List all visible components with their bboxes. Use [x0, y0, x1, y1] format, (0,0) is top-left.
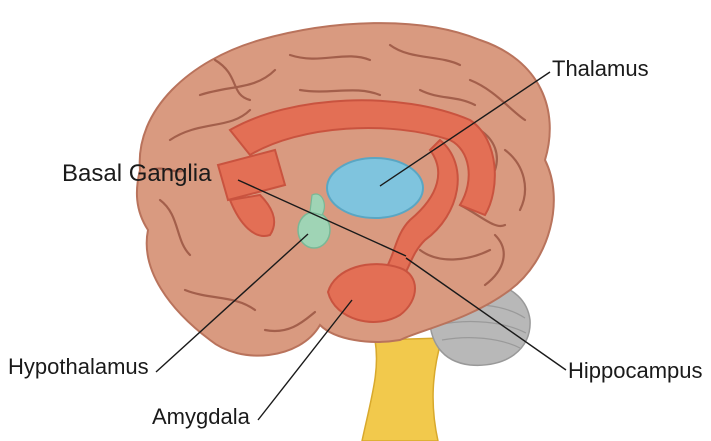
- thalamus-label: Thalamus: [552, 58, 649, 80]
- hypothalamus-shape: [298, 212, 330, 248]
- basal-ganglia-label: Basal Ganglia: [62, 162, 211, 186]
- hippocampus-label: Hippocampus: [568, 360, 703, 382]
- amygdala-label: Amygdala: [152, 406, 250, 428]
- hypothalamus-label: Hypothalamus: [8, 356, 149, 378]
- brainstem: [362, 338, 442, 441]
